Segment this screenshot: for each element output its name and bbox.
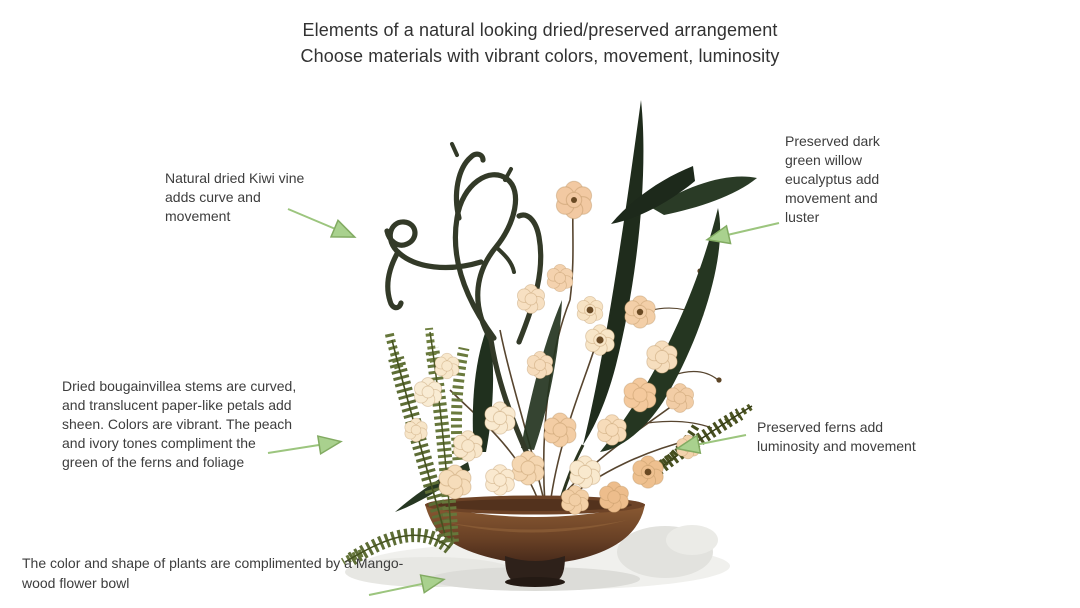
bougainvillea-flowers <box>404 180 700 515</box>
annotation-eucalyptus: Preserved dark green willow eucalyptus a… <box>785 133 880 225</box>
eucalyptus-leaves <box>395 100 757 512</box>
flower-centers <box>571 197 652 476</box>
annotation-bougainvillea: Dried bougainvillea stems are curved, an… <box>62 378 297 470</box>
kiwi-vine <box>384 142 544 465</box>
mango-wood-bowl <box>425 495 645 587</box>
annotation-bowl: The color and shape of plants are compli… <box>22 555 404 591</box>
fern-right <box>637 403 754 488</box>
annotation-ferns: Preserved ferns add luminosity and movem… <box>757 419 916 454</box>
ferns-arrow <box>680 434 747 448</box>
flower-stems <box>449 204 722 506</box>
annotation-kiwi-vine: Natural dried Kiwi vine adds curve and m… <box>165 170 305 224</box>
eucalyptus-arrow <box>710 222 780 239</box>
fern-left <box>340 327 470 566</box>
slide-title: Elements of a natural looking dried/pres… <box>300 20 780 66</box>
